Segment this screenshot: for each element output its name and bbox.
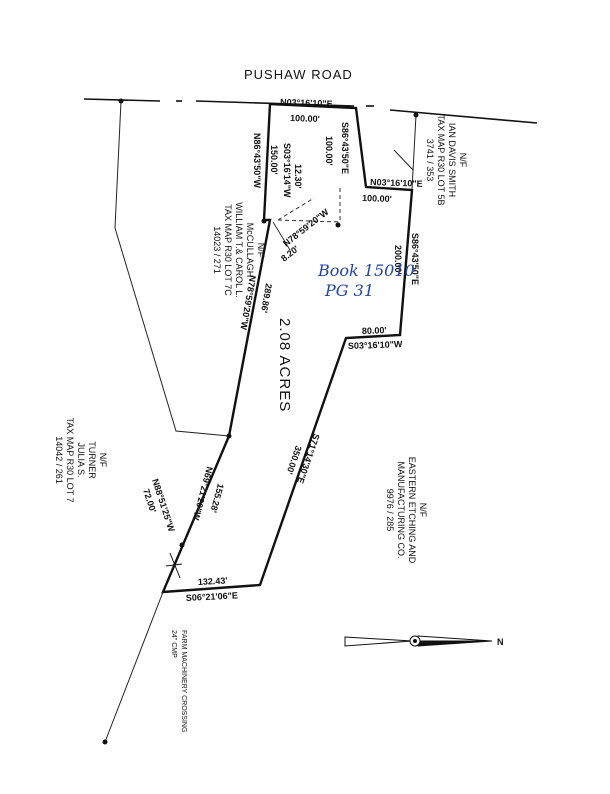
- svg-text:WILLIAM T.& CAROL L.: WILLIAM T.& CAROL L.: [234, 202, 244, 298]
- svg-text:FARM MACHINERY CROSSING: FARM MACHINERY CROSSING: [180, 630, 187, 732]
- distance-mid: 100.00': [362, 193, 392, 204]
- bearing-top: N03°16'10"E: [280, 97, 333, 109]
- bearing-left-lower: N69°21'20"W: [191, 465, 215, 521]
- culvert-symbol: [165, 552, 183, 579]
- bearing-low: S03°16'10"W: [348, 339, 403, 351]
- distance-left-lower: 155.28': [208, 482, 225, 513]
- bearing-inner: S03°16'14"W: [282, 143, 292, 198]
- svg-text:14042 / 261: 14042 / 261: [54, 436, 64, 484]
- svg-text:N/F: N/F: [98, 453, 108, 468]
- owner-eastern: N/F EASTERN ETCHING AND MANUFACTURING CO…: [385, 457, 428, 564]
- svg-text:24" CMP: 24" CMP: [170, 630, 177, 658]
- bearing-corner: N78°59'20"W: [281, 207, 331, 249]
- distance-top: 100.00': [290, 113, 320, 124]
- svg-text:3741 / 353: 3741 / 353: [425, 139, 435, 182]
- bearing-left-upper: N86°43'50"W: [252, 133, 262, 189]
- svg-text:MANUFACTURING CO.: MANUFACTURING CO.: [396, 461, 406, 558]
- bearing-right-mid: S86°43'50"E: [410, 233, 420, 285]
- svg-text:JULIA S.: JULIA S.: [76, 442, 86, 477]
- owner-turner: N/F TURNER JULIA S. TAX MAP R30 LOT 7 14…: [54, 417, 108, 502]
- svg-text:McCULLAGH: McCULLAGH: [245, 223, 255, 278]
- svg-text:N/F: N/F: [458, 153, 468, 168]
- svg-text:TURNER: TURNER: [87, 441, 97, 479]
- distance-low: 80.00': [362, 325, 387, 336]
- distance-right-mid: 200.00': [393, 245, 403, 275]
- svg-text:TAX MAP R30 LOT 7: TAX MAP R30 LOT 7: [65, 417, 75, 502]
- owner-mccullagh: N/F McCULLAGH WILLIAM T.& CAROL L. TAX M…: [212, 202, 266, 298]
- area-label: 2.08 ACRES: [276, 318, 293, 412]
- property-boundary: [161, 102, 414, 594]
- distance-left-upper: 150.00': [269, 145, 279, 175]
- svg-text:EASTERN ETCHING AND: EASTERN ETCHING AND: [407, 457, 417, 564]
- distance-right-upper: 100.00': [324, 136, 334, 166]
- distance-diag: 289.86': [259, 283, 274, 314]
- svg-text:IAN DAVIS SMITH: IAN DAVIS SMITH: [447, 123, 457, 197]
- bearing-bottom: S06°21'06"E: [186, 590, 238, 603]
- bearing-mid: N03°16'10"E: [370, 177, 423, 189]
- svg-text:TAX MAP R30 LOT 7C: TAX MAP R30 LOT 7C: [223, 204, 233, 296]
- handwritten-page: PG 31: [324, 281, 374, 300]
- north-label: N: [497, 637, 504, 647]
- svg-text:9976 / 285: 9976 / 285: [385, 489, 395, 532]
- corner-leader: [272, 221, 291, 251]
- distance-inner: 12.30': [293, 164, 303, 189]
- svg-text:TAX MAP R30 LOT 5B: TAX MAP R30 LOT 5B: [436, 114, 446, 205]
- svg-text:14023 / 271: 14023 / 271: [212, 226, 222, 274]
- farm-crossing-note: FARM MACHINERY CROSSING 24" CMP: [170, 630, 187, 732]
- road-name: PUSHAW ROAD: [244, 67, 353, 82]
- adjoiner-lines: [104, 100, 417, 743]
- distance-corner: 8.20': [279, 244, 301, 264]
- handwritten-book: Book 15010: [317, 261, 415, 280]
- svg-text:N/F: N/F: [418, 503, 428, 518]
- inner-dashed-lines: [277, 188, 341, 223]
- distance-bottom: 132.43': [198, 575, 228, 587]
- bearing-right-upper: S86°43'50"E: [340, 122, 350, 174]
- owner-smith: N/F IAN DAVIS SMITH TAX MAP R30 LOT 5B 3…: [425, 114, 468, 205]
- survey-monuments: [102, 98, 419, 745]
- north-arrow: N: [344, 635, 504, 647]
- svg-text:N/F: N/F: [256, 243, 266, 258]
